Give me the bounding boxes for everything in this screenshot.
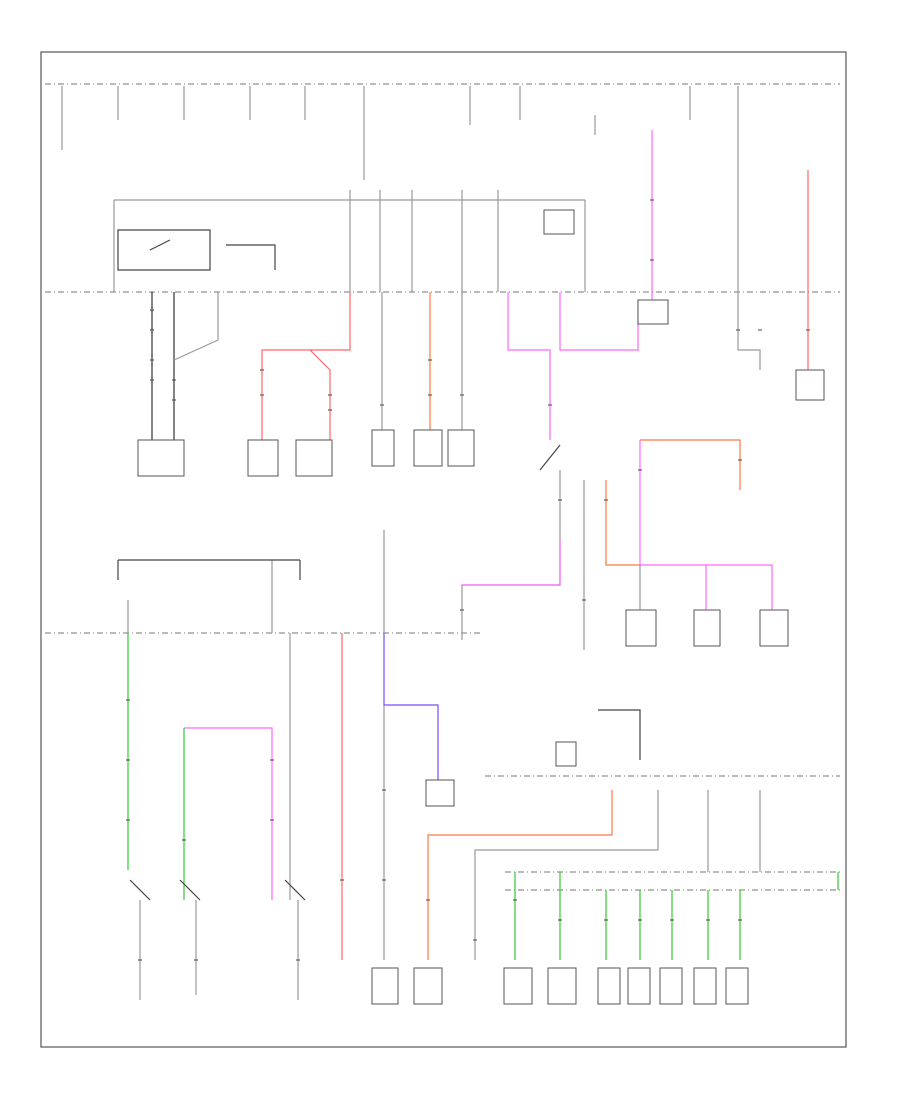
wire-orange bbox=[605, 480, 640, 566]
tick-layer bbox=[126, 199, 810, 961]
component-box bbox=[295, 439, 333, 477]
component-box bbox=[759, 609, 789, 647]
component-layer bbox=[117, 209, 825, 1005]
switch-symbol bbox=[117, 229, 211, 271]
wire-pink bbox=[462, 540, 561, 586]
component-box bbox=[247, 439, 279, 477]
component-box bbox=[447, 429, 475, 467]
switch-symbol bbox=[598, 709, 641, 760]
component-box bbox=[425, 779, 455, 807]
wire-orange bbox=[427, 790, 613, 960]
wire-pink bbox=[559, 292, 639, 351]
switch-symbol bbox=[284, 879, 306, 901]
wire-pink bbox=[184, 727, 273, 900]
wire-violet bbox=[383, 633, 439, 780]
component-box bbox=[693, 967, 717, 1005]
diagram-frame bbox=[40, 51, 847, 1048]
component-box bbox=[547, 967, 577, 1005]
wire-gray bbox=[173, 292, 219, 361]
component-box bbox=[371, 429, 395, 467]
component-box bbox=[137, 439, 185, 477]
component-box bbox=[725, 967, 749, 1005]
component-box bbox=[543, 209, 575, 235]
wire-gray bbox=[737, 290, 761, 370]
component-box bbox=[637, 299, 669, 325]
switch-symbol bbox=[226, 244, 276, 270]
wire-layer bbox=[61, 86, 839, 1000]
component-box bbox=[555, 741, 577, 767]
switch-symbol bbox=[539, 444, 561, 471]
component-box bbox=[413, 429, 443, 467]
switch-symbol bbox=[129, 879, 151, 901]
wire-orange bbox=[640, 439, 741, 490]
wire-red bbox=[309, 349, 331, 440]
component-box bbox=[795, 369, 825, 401]
component-box bbox=[413, 967, 443, 1005]
component-box bbox=[597, 967, 621, 1005]
component-box bbox=[625, 609, 657, 647]
wire-pink bbox=[640, 564, 773, 610]
component-box bbox=[627, 967, 651, 1005]
wire-red bbox=[261, 292, 351, 440]
component-box bbox=[503, 967, 533, 1005]
wire-gray bbox=[461, 470, 561, 640]
component-box bbox=[693, 609, 721, 647]
wire-gray bbox=[474, 790, 659, 960]
component-box bbox=[371, 967, 399, 1005]
wire-pink bbox=[507, 292, 551, 440]
switch-symbol bbox=[179, 879, 201, 901]
component-box bbox=[659, 967, 683, 1005]
switch-symbol bbox=[149, 239, 171, 251]
